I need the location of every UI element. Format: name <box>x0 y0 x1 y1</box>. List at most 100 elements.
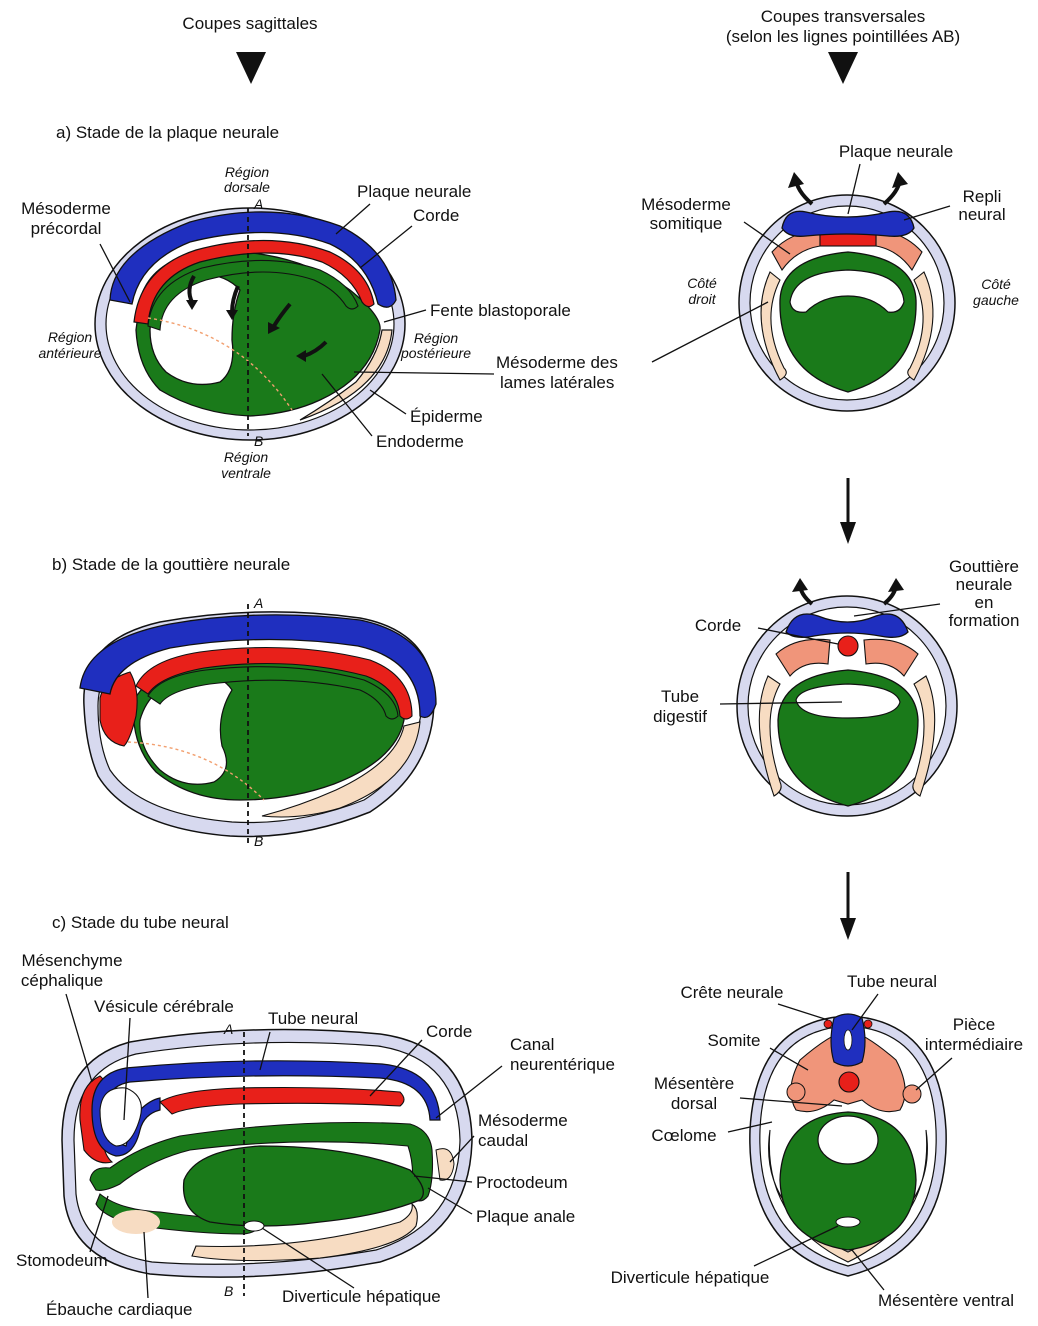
transverse-b-gut-lumen <box>796 684 900 718</box>
header-sagittal: Coupes sagittales <box>182 14 317 33</box>
transverse-a-arrowhead-right <box>788 172 804 188</box>
sagittal-b <box>80 604 436 846</box>
sagittal-a-label-A: A <box>253 196 263 212</box>
label-mesoderme-somitique-l2: somitique <box>650 214 723 233</box>
label-mesenchyme-l1: Mésenchyme <box>21 951 122 970</box>
label-piece-l1: Pièce <box>953 1015 996 1034</box>
label-mesentere-dorsal-l2: dorsal <box>671 1094 717 1113</box>
label-fente-blastoporale: Fente blastoporale <box>430 301 571 320</box>
label-diverticule-tc: Diverticule hépatique <box>611 1268 770 1287</box>
sagittal-a <box>95 208 405 440</box>
label-canal-l1: Canal <box>510 1035 554 1054</box>
label-tube-neural-tc: Tube neural <box>847 972 937 991</box>
region-ventrale-l1: Région <box>224 449 269 465</box>
label-stomodeum: Stomodeum <box>16 1251 108 1270</box>
label-cote-droit-l2: droit <box>688 291 716 307</box>
label-piece-l2: intermédiaire <box>925 1035 1023 1054</box>
label-vesicule: Vésicule cérébrale <box>94 997 234 1016</box>
label-mesoderme-lames-l1: Mésoderme des <box>496 353 618 372</box>
label-tube-neural-c: Tube neural <box>268 1009 358 1028</box>
region-anterieure-l2: antérieure <box>38 345 101 361</box>
transverse-c-neural-crest-left <box>864 1020 872 1028</box>
label-plaque-neurale-ta: Plaque neurale <box>839 142 953 161</box>
sagittal-c <box>62 1030 472 1297</box>
label-somite: Somite <box>708 1031 761 1050</box>
leader-mesenchyme <box>66 994 92 1082</box>
label-mesoderme-lames-l2: lames latérales <box>500 373 614 392</box>
label-tube-digestif-l2: digestif <box>653 707 707 726</box>
sagittal-c-cardiac-primordium <box>112 1210 160 1234</box>
transverse-c-neural-crest-right <box>824 1020 832 1028</box>
label-canal-l2: neurentérique <box>510 1055 615 1074</box>
label-mesentere-ventral: Mésentère ventral <box>878 1291 1014 1310</box>
sagittal-c-label-B: B <box>224 1283 233 1299</box>
transverse-c-notochord <box>839 1072 859 1092</box>
sagittal-a-label-B: B <box>254 433 263 449</box>
sagittal-b-label-B: B <box>254 833 263 849</box>
leader-crete-neurale <box>778 1004 828 1020</box>
label-mesenchyme-l2: céphalique <box>21 971 103 990</box>
region-ventrale-l2: ventrale <box>221 465 271 481</box>
arrowhead-transverse <box>828 52 858 84</box>
label-mesoderme-precordal-l2: précordal <box>31 219 102 238</box>
header-transverse-line2: (selon les lignes pointillées AB) <box>726 27 960 46</box>
transverse-c-gut-lumen <box>818 1116 878 1164</box>
header-transverse-line1: Coupes transversales <box>761 7 925 26</box>
stage-c-title: c) Stade du tube neural <box>52 913 229 932</box>
transverse-c-intermediate-right <box>787 1083 805 1101</box>
transverse-a-arrowhead-left <box>892 172 908 188</box>
region-posterieure-l2: postérieure <box>400 345 471 361</box>
region-posterieure-l1: Région <box>414 330 459 346</box>
label-coelome: Cœlome <box>651 1126 716 1145</box>
label-cote-droit-l1: Côté <box>687 275 717 291</box>
label-plaque-anale: Plaque anale <box>476 1207 575 1226</box>
label-mesoderme-somitique-l1: Mésoderme <box>641 195 731 214</box>
label-plaque-neurale-a: Plaque neurale <box>357 182 471 201</box>
label-epiderme: Épiderme <box>410 407 483 426</box>
label-mesoderme-caudal-l2: caudal <box>478 1131 528 1150</box>
label-corde-tb: Corde <box>695 616 741 635</box>
label-mesoderme-precordal-l1: Mésoderme <box>21 199 111 218</box>
arrow-down-2-head <box>840 918 856 940</box>
label-gouttiere-l3: en <box>975 593 994 612</box>
transverse-c-neural-canal <box>844 1030 852 1050</box>
region-anterieure-l1: Région <box>48 329 93 345</box>
label-mesentere-dorsal-l1: Mésentère <box>654 1074 734 1093</box>
transverse-b-arrowhead-left <box>888 578 904 592</box>
label-ebauche-cardiaque: Ébauche cardiaque <box>46 1300 193 1319</box>
label-diverticule-c: Diverticule hépatique <box>282 1287 441 1306</box>
transverse-a <box>739 172 955 411</box>
label-corde-c: Corde <box>426 1022 472 1041</box>
label-tube-digestif-l1: Tube <box>661 687 699 706</box>
region-dorsale-l2: dorsale <box>224 179 270 195</box>
label-cote-gauche-l2: gauche <box>973 292 1019 308</box>
label-repli-neural-l2: neural <box>958 205 1005 224</box>
sagittal-c-label-A: A <box>223 1021 233 1037</box>
label-repli-neural-l1: Repli <box>963 187 1002 206</box>
label-proctodeum: Proctodeum <box>476 1173 568 1192</box>
transverse-b <box>737 578 957 816</box>
region-dorsale-l1: Région <box>225 164 270 180</box>
leader-plaque-neurale-a <box>336 204 370 234</box>
label-corde-a: Corde <box>413 206 459 225</box>
sagittal-c-hepatic-diverticulum <box>244 1221 264 1231</box>
transverse-c-hepatic-diverticulum <box>836 1217 860 1227</box>
transverse-b-notochord <box>838 636 858 656</box>
label-mesoderme-caudal-l1: Mésoderme <box>478 1111 568 1130</box>
leader-repli-neural <box>904 206 950 220</box>
label-gouttiere-l4: formation <box>949 611 1020 630</box>
stage-a-title: a) Stade de la plaque neurale <box>56 123 279 142</box>
stage-b-title: b) Stade de la gouttière neurale <box>52 555 290 574</box>
label-endoderme: Endoderme <box>376 432 464 451</box>
label-gouttiere-l2: neurale <box>956 575 1013 594</box>
sagittal-b-label-A: A <box>253 595 263 611</box>
label-cote-gauche-l1: Côté <box>981 276 1011 292</box>
transverse-b-arrowhead-right <box>792 578 808 592</box>
arrowhead-sagittal <box>236 52 266 84</box>
leader-epiderme <box>370 390 406 414</box>
label-gouttiere-l1: Gouttière <box>949 557 1019 576</box>
label-crete-neurale: Crête neurale <box>680 983 783 1002</box>
arrow-down-1-head <box>840 522 856 544</box>
